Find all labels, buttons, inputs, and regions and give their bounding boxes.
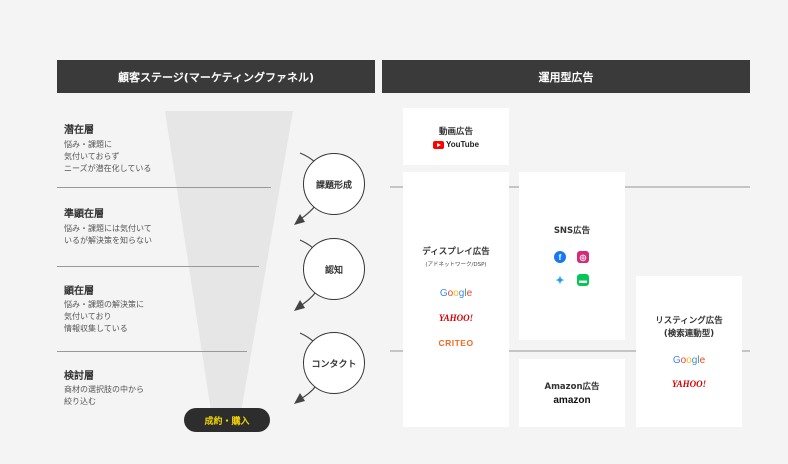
- transition-contact: コンタクト: [303, 332, 365, 394]
- youtube-play-icon: [432, 140, 444, 149]
- instagram-icon: ◎: [577, 251, 589, 263]
- arrowhead-1: [294, 214, 305, 225]
- arrowhead-3: [294, 393, 305, 404]
- yahoo-logo: YAHOO!: [671, 379, 707, 389]
- stage-desc-manifest: 悩み・課題の解決策に気付いており情報収集している: [64, 300, 144, 333]
- card-display-ads: ディスプレイ広告 (アドネットワーク/DSP) Google YAHOO! CR…: [403, 172, 509, 427]
- criteo-logo: CRITEO: [438, 338, 474, 348]
- card-title: Amazon広告: [544, 382, 600, 392]
- arrowhead-2: [294, 300, 305, 311]
- twitter-icon: ✦: [555, 274, 565, 287]
- stage-separator: [57, 266, 259, 267]
- stage-separator: [57, 351, 247, 352]
- card-title: リスティング広告: [655, 316, 723, 326]
- ads-header: 運用型広告: [382, 60, 750, 93]
- funnel-header: 顧客ステージ(マーケティングファネル): [57, 60, 375, 93]
- yahoo-logo: YAHOO!: [438, 313, 474, 323]
- facebook-icon: f: [554, 251, 566, 263]
- card-amazon-ads: Amazon広告 amazon: [519, 359, 625, 427]
- stage-title-semi-manifest: 準顕在層: [64, 209, 104, 220]
- stage-desc-consideration: 商材の選択肢の中から絞り込む: [64, 385, 144, 406]
- card-listing-ads: リスティング広告 (検索連動型) Google YAHOO!: [636, 276, 742, 427]
- card-title: SNS広告: [553, 226, 591, 236]
- card-title-sub: (検索連動型): [663, 329, 715, 339]
- card-video-ads: 動画広告 YouTube: [403, 108, 509, 165]
- transition-awareness: 認知: [303, 238, 365, 300]
- conversion-pill: 成約・購入: [184, 408, 270, 432]
- amazon-logo: amazon: [553, 395, 591, 406]
- card-title: 動画広告: [438, 127, 473, 137]
- google-logo: Google: [439, 288, 473, 299]
- stage-title-latent: 潜在層: [64, 125, 94, 136]
- card-subtitle: (アドネットワーク/DSP): [425, 262, 487, 268]
- stage-title-consideration: 検討層: [64, 371, 94, 382]
- google-logo: Google: [672, 355, 706, 366]
- stage-title-manifest: 顕在層: [64, 286, 94, 297]
- funnel-shape: [165, 111, 293, 418]
- youtube-logo: YouTube: [403, 140, 509, 149]
- card-title: ディスプレイ広告: [422, 247, 490, 257]
- stage-separator: [57, 187, 271, 188]
- stage-desc-semi-manifest: 悩み・課題には気付いているが解決策を知らない: [64, 224, 152, 245]
- stage-desc-latent: 悩み・課題に気付いておらずニーズが潜在化している: [64, 140, 152, 173]
- line-icon: ▬: [577, 274, 589, 286]
- transition-issue-formation: 課題形成: [303, 153, 365, 215]
- card-sns-ads: SNS広告 f ◎ ✦ ▬: [519, 172, 625, 340]
